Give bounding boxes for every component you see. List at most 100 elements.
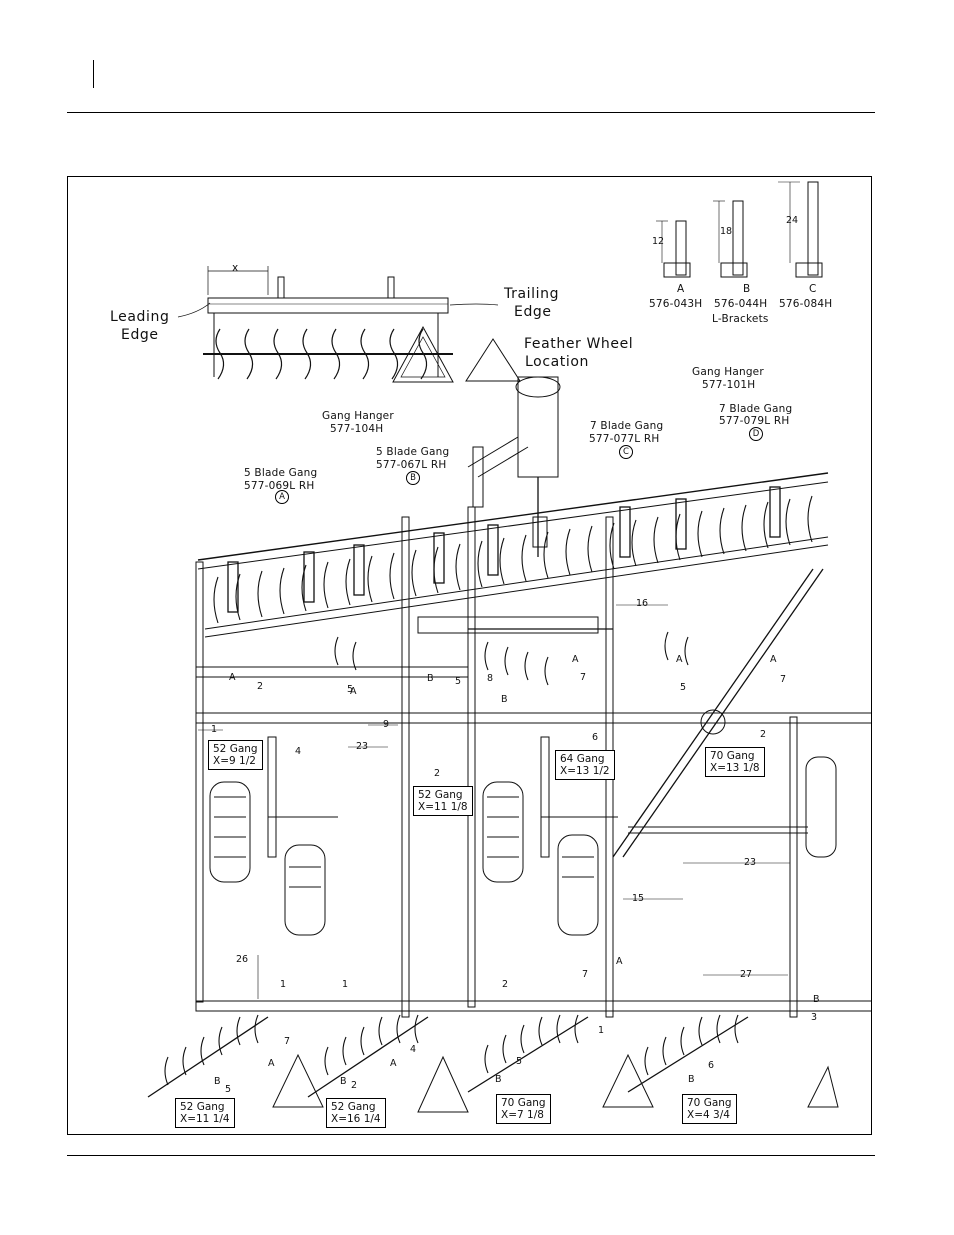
blade-067-part: 577-067L RH [376,459,447,471]
gang-box-name: 70 Gang [687,1097,732,1109]
gang-hanger-104-part: 577-104H [330,423,384,435]
dim-7-3-4: 7 [284,1036,291,1047]
letter-a-4: A [676,654,683,665]
gang-box-x: X=16 1/4 [331,1113,381,1125]
letter-b-6: B [688,1074,695,1085]
gang-box-x: X=13 1/8 [710,762,760,774]
top-view-triangles [392,325,521,383]
gang-box-x: X=11 1/4 [180,1113,230,1125]
gang-box-70-7-1-8: 70 Gang X=7 1/8 [496,1094,551,1124]
top-view-dim-x: x [232,262,239,274]
dim-23-11-16: 23 [356,741,369,752]
gang-box-name: 70 Gang [710,750,755,762]
gang-box-name: 52 Gang [418,789,463,801]
letter-a-2: A [350,686,357,697]
gang-hanger-101-part: 577-101H [702,379,756,391]
dim-1-13-16: 1 [598,1025,605,1036]
blade-069-part: 577-069L RH [244,480,315,492]
dim-2: 2 [502,979,509,990]
drawing-frame: x Leading Edge Trailing Edge Feather Whe… [67,176,872,1135]
gang-box-52-11-1-4: 52 Gang X=11 1/4 [175,1098,235,1128]
letter-a-3: A [572,654,579,665]
dim-4-7: 4 [295,746,302,757]
letter-b-3: B [214,1076,221,1087]
dim-6-3-8: 6 [592,732,599,743]
gang-box-name: 64 Gang [560,753,605,765]
gang-box-name: 52 Gang [213,743,258,755]
top-view-implement [177,266,499,380]
gang-box-x: X=11 1/8 [418,801,468,813]
leading-edge-label-2: Edge [121,327,159,343]
blade-069-title: 5 Blade Gang [244,467,318,479]
letter-a-8: A [390,1058,397,1069]
dim-7-1-2-b: 7 [582,969,589,980]
bracket-c-part: 576-084H [779,298,833,310]
dim-26: 26 [236,954,249,965]
trailing-edge-label-1: Trailing [504,286,560,302]
dim-1-7-8-b: 1 [342,979,349,990]
dim-15-3-8: 15 [632,893,645,904]
blade-067-circle: B [406,471,420,485]
letter-a-6: A [616,956,623,967]
header-tick [93,60,95,88]
gang-box-name: 52 Gang [180,1101,225,1113]
bracket-a-part: 576-043H [649,298,703,310]
gang-hanger-104-title: Gang Hanger [322,410,394,422]
dim-27: 27 [740,969,753,980]
bracket-b-part: 576-044H [714,298,768,310]
header-rule [67,112,875,114]
gang-hanger-101-title: Gang Hanger [692,366,764,378]
feather-wheel-label-1: Feather Wheel [524,336,634,352]
letter-a-7: A [268,1058,275,1069]
dim-5-7-16: 5 [680,682,687,693]
letter-b-7: B [813,994,820,1005]
blade-077-circle: C [619,445,633,459]
dim-16: 16 [636,598,649,609]
bracket-c-letter: C [809,283,817,295]
bracket-b-dim: 18 [720,226,733,237]
feather-wheel-label-2: Location [525,354,590,370]
leading-edge-label-1: Leading [110,309,170,325]
main-frame [147,376,871,1113]
machine-diagram [147,181,871,1113]
blade-079-circle: D [749,427,763,441]
dim-2-1-4: 2 [434,768,441,779]
dim-5-9-16: 5 [225,1084,232,1095]
gang-box-64-13-1-2: 64 Gang X=13 1/2 [555,750,615,780]
gang-box-x: X=7 1/8 [501,1109,544,1121]
bracket-c-dim: 24 [786,215,799,226]
footer-rule [67,1155,875,1157]
bracket-b-letter: B [743,283,751,295]
dim-5-1-2: 5 [455,676,462,687]
dim-2-5-16: 2 [257,681,264,692]
letter-b-1: B [427,673,434,684]
gang-box-name: 52 Gang [331,1101,376,1113]
gang-box-52-11-1-8: 52 Gang X=11 1/8 [413,786,473,816]
gang-box-52-16-1-4: 52 Gang X=16 1/4 [326,1098,386,1128]
letter-b-4: B [340,1076,347,1087]
l-brackets [656,181,823,278]
dim-2-3-8: 2 [760,729,767,740]
dim-4-3-8: 4 [410,1044,417,1055]
blade-079-title: 7 Blade Gang [719,403,793,415]
bracket-a-dim: 12 [652,236,665,247]
blade-077-title: 7 Blade Gang [590,420,664,432]
letter-b-5: B [495,1074,502,1085]
dim-6-1-8: 6 [708,1060,715,1071]
trailing-edge-label-2: Edge [514,304,552,320]
dim-5-3-4: 5 [516,1056,523,1067]
dim-1: 1 [211,724,218,735]
bracket-a-letter: A [677,283,685,295]
dim-7-1-8: 7 [580,672,587,683]
letter-b-2: B [501,694,508,705]
dim-3-4: 3 [811,1012,818,1023]
blade-067-title: 5 Blade Gang [376,446,450,458]
blade-077-part: 577-077L RH [589,433,660,445]
blade-069-circle: A [275,490,289,504]
blade-079-part: 577-079L RH [719,415,790,427]
letter-a-5: A [770,654,777,665]
dim-5-7-c: 5 [347,684,354,695]
dim-9: 9 [383,719,390,730]
dim-7-1-2: 7 [780,674,787,685]
dim-8-1-2: 8 [487,673,494,684]
